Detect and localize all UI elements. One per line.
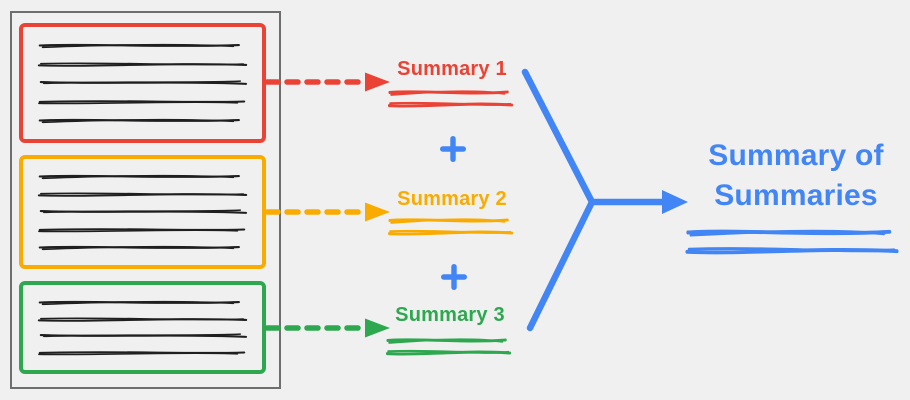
document-chunk-3	[19, 281, 266, 374]
text-line-scribble	[38, 118, 240, 124]
text-line-scribble	[37, 62, 248, 67]
summary-3-label: Summary 3	[395, 304, 505, 326]
chunk-3-text-lines	[36, 294, 249, 361]
document-chunk-1	[19, 23, 266, 143]
chunk-1-text-lines	[36, 36, 249, 130]
text-line-scribble	[37, 192, 248, 197]
text-line-scribble	[685, 246, 899, 254]
text-line-scribble	[387, 102, 514, 108]
text-line-scribble	[38, 43, 240, 48]
summary-2-scribble	[387, 214, 514, 239]
plus-operator	[440, 136, 466, 162]
text-line-scribble	[37, 317, 248, 322]
output-title: Summary of Summaries	[708, 139, 884, 212]
text-line-scribble	[38, 100, 246, 105]
summary-2-label: Summary 2	[397, 188, 507, 210]
summary-1-label: Summary 1	[397, 58, 507, 80]
text-line-scribble	[385, 350, 512, 356]
text-line-scribble	[39, 333, 248, 339]
document-chunk-2	[19, 155, 266, 269]
text-line-scribble	[388, 217, 509, 224]
summary-1-scribble	[387, 86, 514, 111]
plus-operator	[441, 264, 467, 290]
text-line-scribble	[39, 80, 248, 86]
text-line-scribble	[38, 351, 246, 356]
text-line-scribble	[38, 300, 240, 305]
source-document	[10, 11, 281, 389]
text-line-scribble	[38, 245, 240, 250]
plus-icon	[440, 136, 466, 162]
text-line-scribble	[38, 175, 240, 180]
merge-arrow-right-icon	[521, 68, 688, 332]
chunk-2-text-lines	[36, 168, 249, 256]
text-line-scribble	[387, 230, 514, 236]
output-scribble	[684, 223, 900, 259]
summary-3-scribble	[385, 334, 512, 359]
text-line-scribble	[39, 209, 248, 215]
dashed-arrow-right-icon	[264, 202, 390, 222]
plus-icon	[441, 264, 467, 290]
text-line-scribble	[38, 228, 246, 233]
dashed-arrow-right-icon	[264, 318, 390, 338]
text-line-scribble	[388, 89, 509, 96]
dashed-arrow-right-icon	[264, 72, 390, 92]
text-line-scribble	[386, 337, 507, 344]
text-line-scribble	[686, 229, 892, 237]
